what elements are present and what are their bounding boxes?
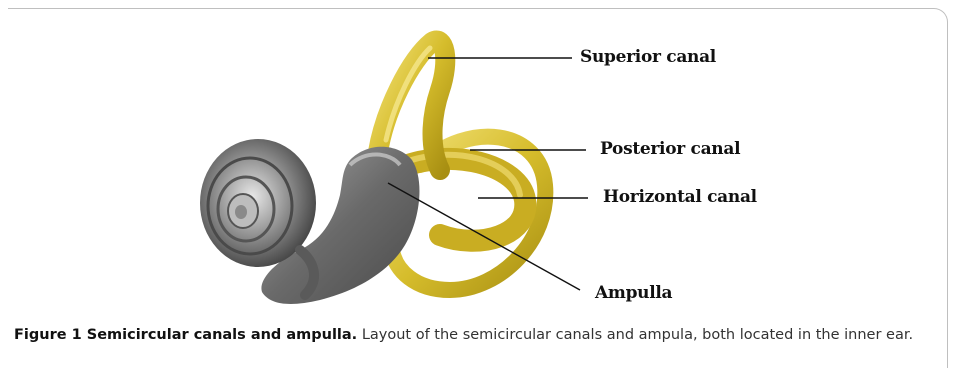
figure-caption: Figure 1 Semicircular canals and ampulla… [14,325,939,346]
superior-canal-label: Superior canal [580,47,716,67]
posterior-canal-label: Posterior canal [600,139,740,159]
horizontal-canal-label: Horizontal canal [603,187,757,207]
ampulla-label: Ampulla [595,283,672,303]
caption-title: Figure 1 Semicircular canals and ampulla… [14,327,357,343]
caption-text: Layout of the semicircular canals and am… [362,327,913,343]
